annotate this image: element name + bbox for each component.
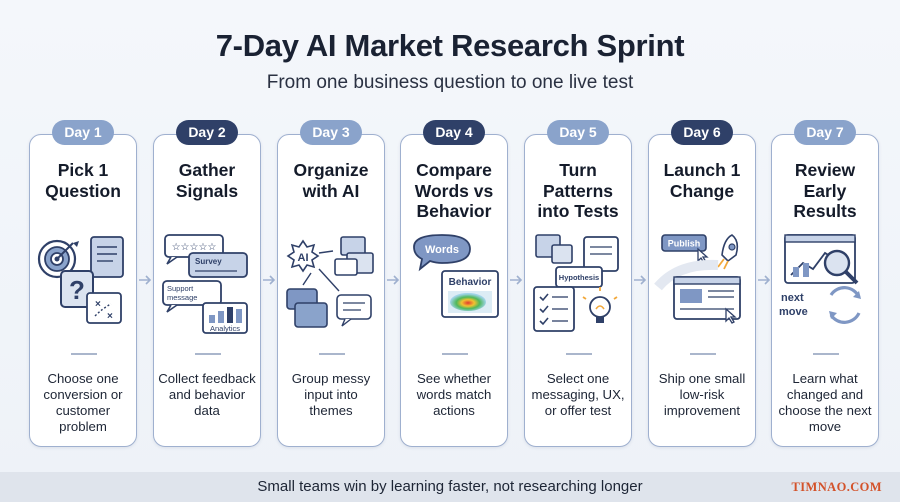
day-title: Pick 1 Question	[45, 160, 121, 201]
day-badge-3: Day 3	[300, 120, 362, 145]
day-description: See whether words match actions	[416, 371, 492, 418]
day-card-5: Turn Patterns into Tests Hypothesis Sele…	[524, 134, 632, 447]
day-description: Group messy input into themes	[291, 371, 371, 418]
svg-text:Support: Support	[167, 284, 194, 293]
day-badge-2: Day 2	[176, 120, 238, 145]
brand-logo: TIMNAO.COM	[791, 480, 882, 494]
card-divider	[195, 353, 221, 355]
publish-rocket-icon: Publish	[654, 234, 741, 324]
hypothesis-label: Hypothesis	[559, 273, 599, 282]
day-badge-6: Day 6	[671, 120, 733, 145]
target-question-icon: ? × ×	[37, 236, 124, 324]
hypothesis-lightbulb-icon: Hypothesis	[533, 234, 619, 332]
words-label: Words	[425, 244, 459, 256]
card-divider	[319, 353, 345, 355]
svg-text:×: ×	[95, 299, 101, 310]
publish-label: Publish	[668, 239, 701, 249]
survey-label: Survey	[195, 257, 222, 266]
svg-text:☆☆☆☆☆: ☆☆☆☆☆	[172, 242, 217, 253]
arrow-right-icon	[510, 275, 523, 285]
day-title: Turn Patterns into Tests	[537, 160, 619, 221]
feedback-analytics-icon: ☆☆☆☆☆ Survey Support message Analytics	[162, 234, 248, 334]
page-title: 7-Day AI Market Research Sprint	[215, 28, 685, 63]
card-divider	[690, 353, 716, 355]
ai-label: AI	[298, 252, 309, 264]
arrow-right-icon	[139, 275, 152, 285]
day-description: Collect feedback and behavior data	[158, 371, 256, 418]
results-cycle-icon: next move	[779, 234, 861, 324]
words-vs-heatmap-icon: Words Behavior	[413, 234, 499, 318]
day-badge-5: Day 5	[547, 120, 609, 145]
day-card-4: Compare Words vs Behavior Words Behavior…	[400, 134, 508, 447]
card-divider	[566, 353, 592, 355]
analytics-label: Analytics	[210, 324, 240, 333]
day-card-3: Organize with AI AI Group messy input in…	[277, 134, 385, 447]
svg-text:?: ?	[69, 275, 85, 305]
arrow-right-icon	[387, 275, 400, 285]
svg-text:move: move	[779, 306, 808, 318]
arrow-right-icon	[758, 275, 771, 285]
day-title: Compare Words vs Behavior	[414, 160, 494, 221]
day-title: Organize with AI	[293, 160, 369, 201]
card-divider	[442, 353, 468, 355]
footer-bar: Small teams win by learning faster, not …	[0, 472, 900, 502]
svg-text:next: next	[781, 292, 804, 304]
day-card-7: Review Early Results next move Learn wha…	[771, 134, 879, 447]
day-card-2: Gather Signals ☆☆☆☆☆ Survey Support mess…	[153, 134, 261, 447]
card-divider	[813, 353, 839, 355]
day-description: Select one messaging, UX, or offer test	[531, 371, 625, 418]
arrow-right-icon	[634, 275, 647, 285]
day-badge-1: Day 1	[52, 120, 114, 145]
day-description: Choose one conversion or customer proble…	[43, 371, 123, 434]
day-title: Review Early Results	[793, 160, 857, 221]
svg-text:message: message	[167, 293, 197, 302]
day-card-1: Pick 1 Question ? × × Choose one convers…	[29, 134, 137, 447]
day-badge-4: Day 4	[423, 120, 485, 145]
day-card-6: Launch 1 Change Publish Ship one small l…	[648, 134, 756, 447]
arrow-right-icon	[263, 275, 276, 285]
ai-sorting-icon: AI	[286, 236, 374, 328]
day-description: Learn what changed and choose the next m…	[778, 371, 872, 434]
page-subtitle: From one business question to one live t…	[266, 72, 634, 93]
behavior-label: Behavior	[449, 277, 492, 288]
day-description: Ship one small low-risk improvement	[658, 371, 746, 418]
day-title: Gather Signals	[175, 160, 239, 201]
card-divider	[71, 353, 97, 355]
footer-tagline: Small teams win by learning faster, not …	[257, 478, 643, 495]
svg-text:×: ×	[107, 311, 113, 322]
day-title: Launch 1 Change	[663, 160, 741, 201]
day-badge-7: Day 7	[794, 120, 856, 145]
